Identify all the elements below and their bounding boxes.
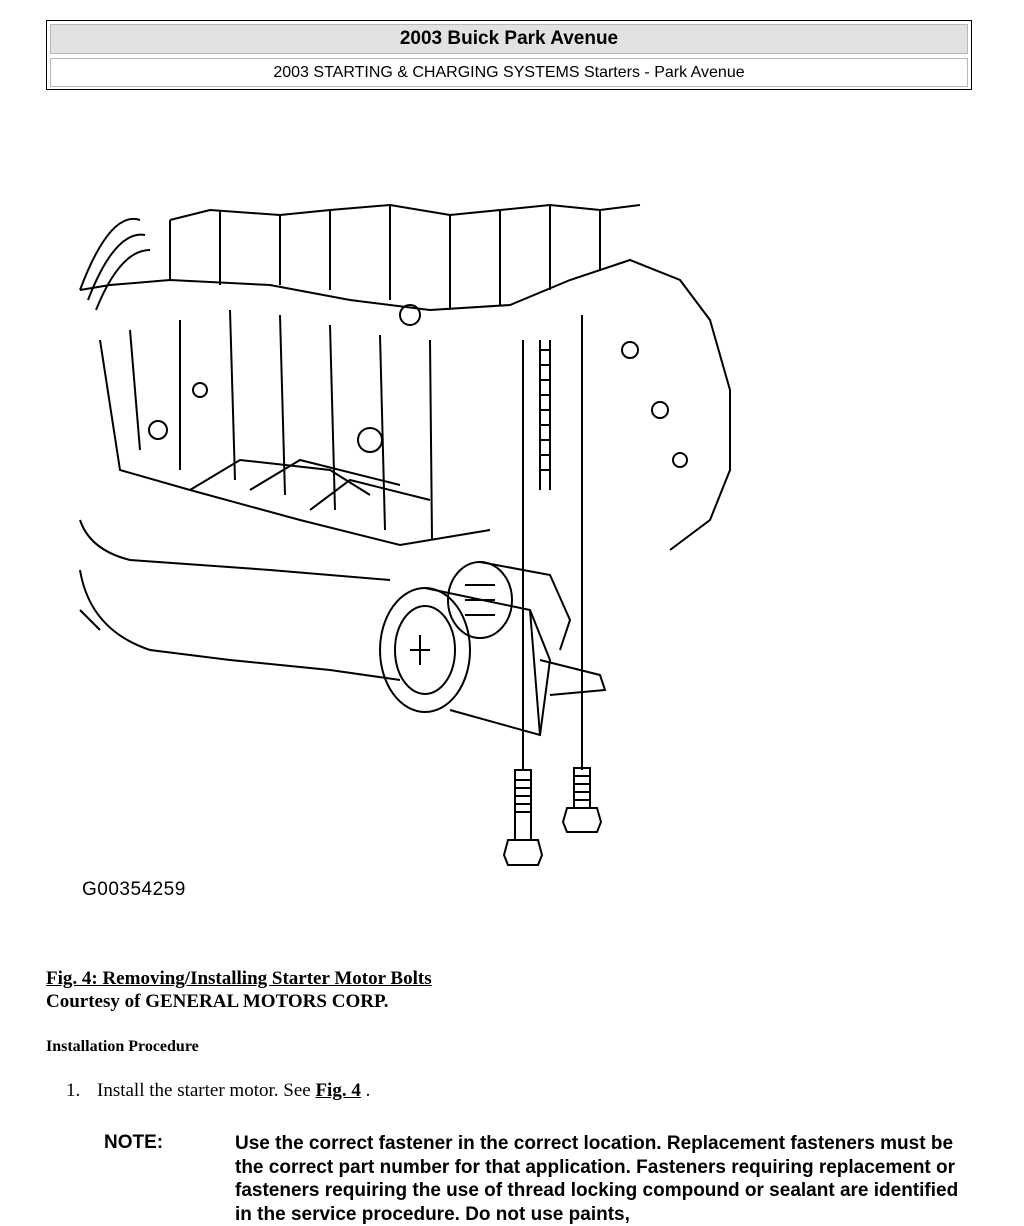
vehicle-title: 2003 Buick Park Avenue: [50, 24, 968, 54]
figure-code: G00354259: [82, 879, 186, 900]
starter-motor-illustration: [70, 190, 750, 890]
step-text: Install the starter motor. See: [97, 1080, 316, 1101]
step-number: 1.: [66, 1080, 81, 1101]
section-subtitle: 2003 STARTING & CHARGING SYSTEMS Starter…: [50, 58, 968, 87]
fig-4-link[interactable]: Fig. 4: [315, 1080, 361, 1101]
figure-courtesy: Courtesy of GENERAL MOTORS CORP.: [46, 991, 389, 1012]
note-label: NOTE:: [104, 1132, 164, 1153]
procedure-step-1: 1.Install the starter motor. See Fig. 4 …: [66, 1080, 370, 1102]
figure-caption[interactable]: Fig. 4: Removing/Installing Starter Moto…: [46, 968, 432, 989]
note-text: Use the correct fastener in the correct …: [235, 1133, 959, 1225]
document-header: 2003 Buick Park Avenue 2003 STARTING & C…: [46, 20, 972, 90]
step-suffix: .: [360, 1080, 371, 1101]
installation-procedure-heading: Installation Procedure: [46, 1038, 199, 1055]
